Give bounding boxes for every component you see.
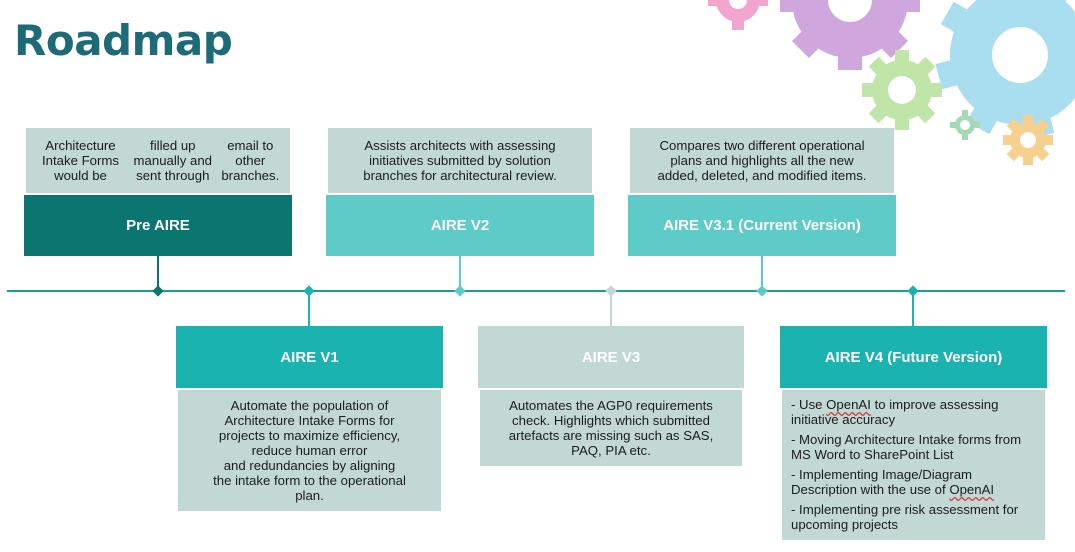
milestone-aire-v3: AIRE V3 [478, 326, 744, 388]
milestone-aire-v3-1: AIRE V3.1 (Current Version) [628, 195, 896, 256]
timeline-marker [454, 285, 466, 297]
desc-line: plan. [295, 488, 324, 503]
aire-v4-description: - Use OpenAI to improve assessing initia… [782, 390, 1045, 540]
desc-line: Compares two different operational [659, 138, 865, 153]
milestone-aire-v2: AIRE V2 [326, 195, 594, 256]
connector [157, 256, 159, 290]
milestone-aire-v4: AIRE V4 (Future Version) [780, 326, 1047, 388]
milestone-label: AIRE V3 [581, 348, 641, 366]
gear-icon-purple [780, 0, 920, 70]
milestone-aire-v1: AIRE V1 [176, 326, 443, 388]
connector [308, 292, 310, 326]
milestone-label: AIRE V4 (Future Version) [824, 348, 1003, 366]
desc-line: email to other branches. [221, 138, 280, 183]
connector [912, 292, 914, 326]
timeline-axis [7, 290, 1065, 292]
desc-line: reduce human error [251, 443, 368, 458]
bullet-item: - Implementing Image/Diagram Description… [791, 467, 1036, 497]
desc-line: Automate the population of [230, 398, 389, 413]
connector [459, 256, 461, 290]
bullet-text: to improve assessing initiative accuracy [791, 397, 999, 427]
bullet-item: - Moving Architecture Intake forms from … [791, 432, 1036, 462]
desc-line: initiatives submitted by solution [369, 153, 551, 168]
desc-line: filled up manually and sent through [133, 138, 212, 183]
aire-v3-1-description: Compares two different operational plans… [630, 128, 894, 193]
desc-line: and redundancies by aligning [223, 458, 396, 473]
bullet-text: - Moving Architecture Intake forms from … [791, 432, 1022, 462]
desc-line: Architecture Intake Forms for [224, 413, 395, 428]
desc-line: PAQ, PIA etc. [571, 443, 651, 458]
bullet-text: - Use [791, 397, 827, 412]
gear-icon-orange [1003, 115, 1053, 165]
milestone-label: Pre AIRE [126, 217, 190, 234]
desc-line: added, deleted, and modified items. [657, 168, 867, 183]
gear-icon-pink [708, 0, 768, 30]
gear-icon-blue [935, 0, 1075, 140]
milestone-label: AIRE V1 [280, 348, 339, 366]
aire-v2-description: Assists architects with assessing initia… [328, 128, 592, 193]
aire-v1-description: Automate the population of Architecture … [178, 390, 441, 511]
page-title: Roadmap [14, 16, 233, 65]
desc-line: artefacts are missing such as SAS, [508, 428, 714, 443]
milestone-label: AIRE V3.1 (Current Version) [663, 217, 861, 234]
bullet-text: - Implementing Image/Diagram Description… [791, 467, 973, 497]
pre-aire-description: Architecture Intake Forms would be fille… [26, 128, 290, 193]
desc-line: plans and highlights all the new [670, 153, 854, 168]
gear-icon-green [862, 50, 942, 130]
desc-line: Automates the AGP0 requirements [509, 398, 713, 413]
spellcheck-word: OpenAI [949, 482, 995, 497]
bullet-item: - Use OpenAI to improve assessing initia… [791, 397, 1036, 427]
desc-line: branches for architectural review. [363, 168, 557, 183]
connector [761, 256, 763, 290]
desc-line: the intake form to the operational [213, 473, 406, 488]
spellcheck-word: OpenAI [826, 397, 871, 412]
desc-line: Architecture Intake Forms would be [42, 138, 119, 183]
bullet-item: - Implementing pre risk assessment for u… [791, 502, 1036, 532]
desc-line: check. Highlights which submitted [512, 413, 710, 428]
timeline-marker [152, 285, 164, 297]
timeline-marker [756, 285, 768, 297]
connector [610, 292, 612, 326]
bullet-text: - Implementing pre risk assessment for u… [791, 502, 1019, 532]
aire-v3-description: Automates the AGP0 requirements check. H… [480, 390, 742, 466]
desc-line: projects to maximize efficiency, [218, 428, 401, 443]
desc-line: Assists architects with assessing [364, 138, 556, 153]
gear-icon-small-green [950, 110, 980, 140]
milestone-pre-aire: Pre AIRE [24, 195, 292, 256]
milestone-label: AIRE V2 [430, 217, 490, 234]
